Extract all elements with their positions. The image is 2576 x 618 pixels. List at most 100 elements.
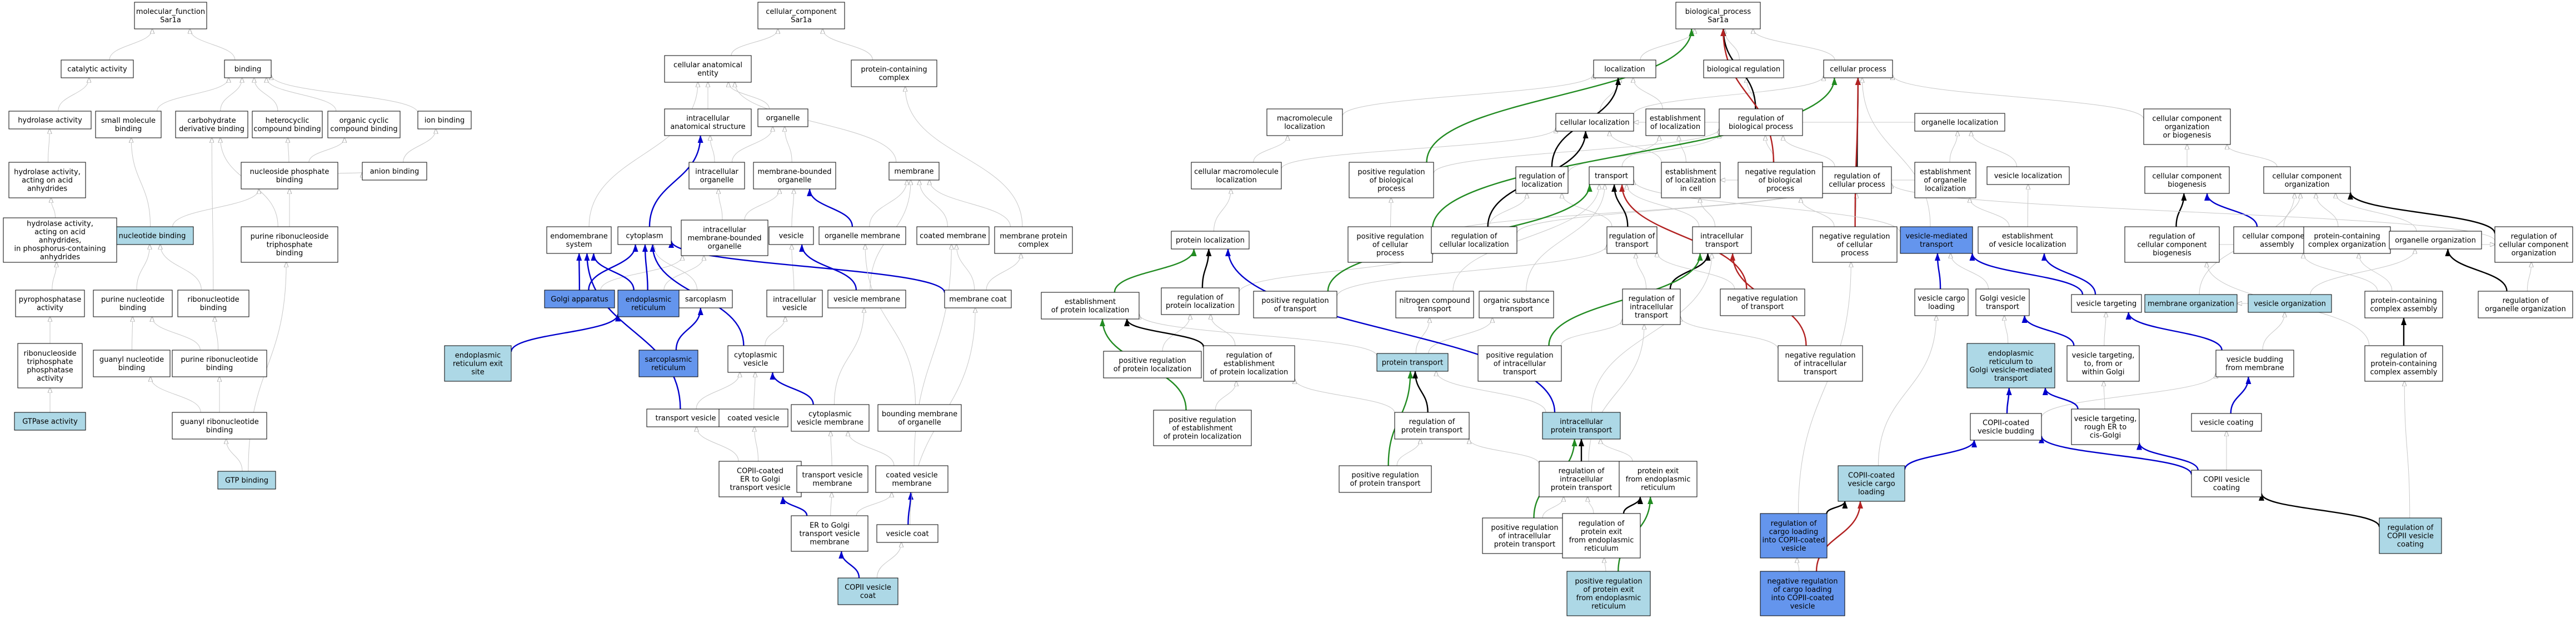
node-protloc[interactable]: protein localization: [1171, 231, 1250, 250]
node-hydrolase[interactable]: hydrolase activity: [8, 111, 92, 129]
node-gtpbind[interactable]: GTP binding: [217, 471, 276, 490]
node-vestargeting[interactable]: vesicle targeting: [2071, 294, 2142, 313]
node-orgmem[interactable]: organelle membrane: [818, 226, 906, 245]
node-coatedves[interactable]: coated vesicle: [718, 408, 788, 427]
node-memorg[interactable]: membrane organization: [2144, 294, 2238, 313]
node-organelle[interactable]: organelle: [757, 108, 808, 127]
node-orgorg[interactable]: organelle organization: [2389, 231, 2482, 250]
node-cytoplasm[interactable]: cytoplasm: [617, 226, 672, 245]
node-vescoat[interactable]: vesicle coat: [876, 524, 938, 543]
node-vescoating[interactable]: vesicle coating: [2191, 413, 2262, 432]
node-golgi[interactable]: Golgi apparatus: [544, 290, 615, 308]
node-anionbind[interactable]: anion binding: [362, 162, 427, 181]
node-vesloc[interactable]: vesicle localization: [1986, 166, 2070, 185]
node-proteintransport[interactable]: protein transport: [1376, 353, 1449, 372]
node-cellproc[interactable]: cellular process: [1823, 59, 1893, 78]
node-transves[interactable]: transport vesicle: [646, 408, 725, 427]
node-memcoat[interactable]: membrane coat: [944, 290, 1012, 308]
node-sarcoplasm[interactable]: sarcoplasm: [678, 290, 733, 308]
node-cellloc[interactable]: cellular localization: [1555, 113, 1634, 132]
node-nucbinding[interactable]: nucleotide binding: [111, 226, 194, 245]
node-localization[interactable]: localization: [1593, 59, 1656, 78]
node-transport[interactable]: transport: [1589, 166, 1634, 185]
node-gtpase[interactable]: GTPase activity: [14, 412, 86, 431]
node-binding[interactable]: binding: [224, 59, 272, 78]
node-coatedmem[interactable]: coated membrane: [916, 226, 990, 245]
